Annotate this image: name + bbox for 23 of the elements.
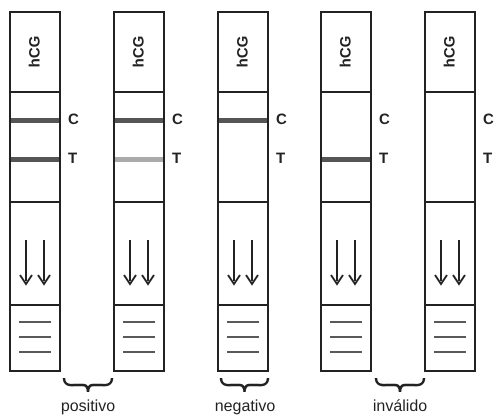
- test-strip: [320, 11, 372, 372]
- test-marker: T: [379, 150, 388, 167]
- strip-label: hCG: [338, 36, 354, 68]
- result-label: positivo: [60, 398, 116, 416]
- control-marker: C: [483, 111, 494, 128]
- test-marker: T: [68, 150, 78, 167]
- control-marker: C: [68, 111, 79, 128]
- strip-label: hCG: [234, 36, 252, 68]
- control-marker: C: [379, 111, 390, 128]
- strip-label: hCG: [442, 36, 458, 68]
- test-marker: T: [172, 150, 182, 167]
- test-marker: T: [483, 150, 492, 167]
- test-strip: [9, 11, 61, 372]
- test-strip: [424, 11, 476, 372]
- test-strip: [217, 11, 269, 372]
- test-marker: T: [276, 150, 286, 167]
- strip-label: hCG: [26, 36, 44, 68]
- control-marker: C: [172, 111, 183, 128]
- control-marker: C: [276, 111, 287, 128]
- result-label: inválido: [372, 398, 428, 416]
- test-strip: [113, 11, 165, 372]
- result-label: negativo: [214, 398, 276, 416]
- strip-label: hCG: [130, 36, 148, 68]
